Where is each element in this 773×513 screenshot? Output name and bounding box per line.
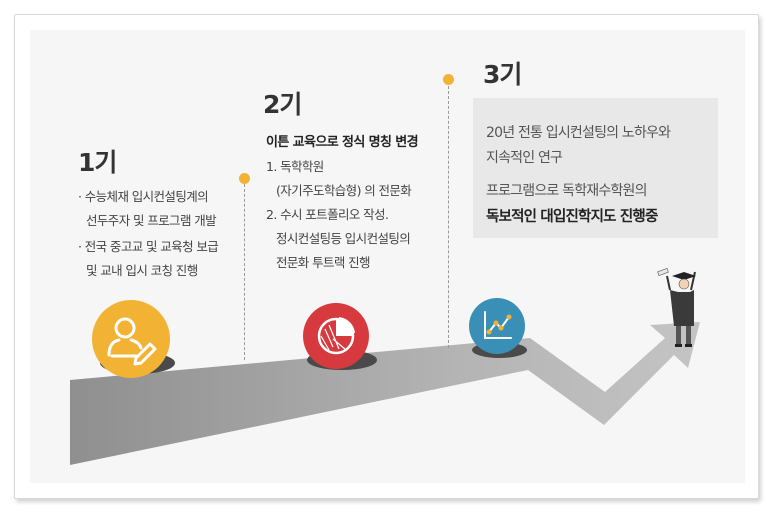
stage1-line-2: 선두주자 및 프로그램 개발: [86, 213, 217, 228]
stage2-line-3: 2. 수시 포트폴리오 작성.: [266, 207, 389, 222]
pie-chart-icon: [317, 317, 355, 355]
stage2-dashed-line: [244, 184, 245, 360]
stage3-dot: [443, 74, 454, 85]
stage3-line-2: 지속적인 연구: [486, 150, 563, 166]
stage2-dot: [239, 173, 250, 184]
stage1-badge: [92, 300, 170, 378]
stage1-title: 1기: [78, 148, 117, 177]
stage3-description-box: 20년 전통 입시컨설팅의 노하우와 지속적인 연구 프로그램으로 독학재수학원…: [473, 98, 718, 238]
stage3-line-1: 20년 전통 입시컨설팅의 노하우와: [486, 125, 671, 141]
stage3-dashed-line: [448, 86, 449, 348]
stage2-heading: 이튼 교육으로 정식 명칭 변경: [266, 135, 419, 150]
stage3-title: 3기: [483, 60, 522, 89]
user-edit-icon: [107, 317, 157, 366]
stage2-line-5: 전문화 투트랙 진행: [276, 255, 371, 270]
stage2-line-1: 1. 독학학원: [266, 159, 324, 174]
growth-chart-icon: [484, 311, 512, 339]
stage3-badge: [469, 298, 525, 354]
stage3-line-3: 프로그램으로 독학재수학원의: [486, 183, 648, 199]
stage2-title: 2기: [263, 90, 302, 119]
stage1-line-1: · 수능체재 입시컨설팅계의: [78, 189, 209, 204]
stage2-line-2: (자기주도학습형) 의 전문화: [276, 183, 412, 198]
stage1-line-4: 및 교내 입시 코칭 진행: [86, 263, 198, 278]
road-arrow-shape: [70, 322, 700, 465]
stage1-line-3: · 전국 중고교 및 교육청 보급: [78, 239, 219, 254]
stage3-emphasis: 독보적인 대입진학지도 진행중: [486, 209, 658, 225]
stage2-line-4: 정시컨설팅등 입시컨설팅의: [276, 231, 411, 246]
graduate-figure-icon: [657, 267, 696, 347]
stage2-badge: [303, 303, 369, 369]
